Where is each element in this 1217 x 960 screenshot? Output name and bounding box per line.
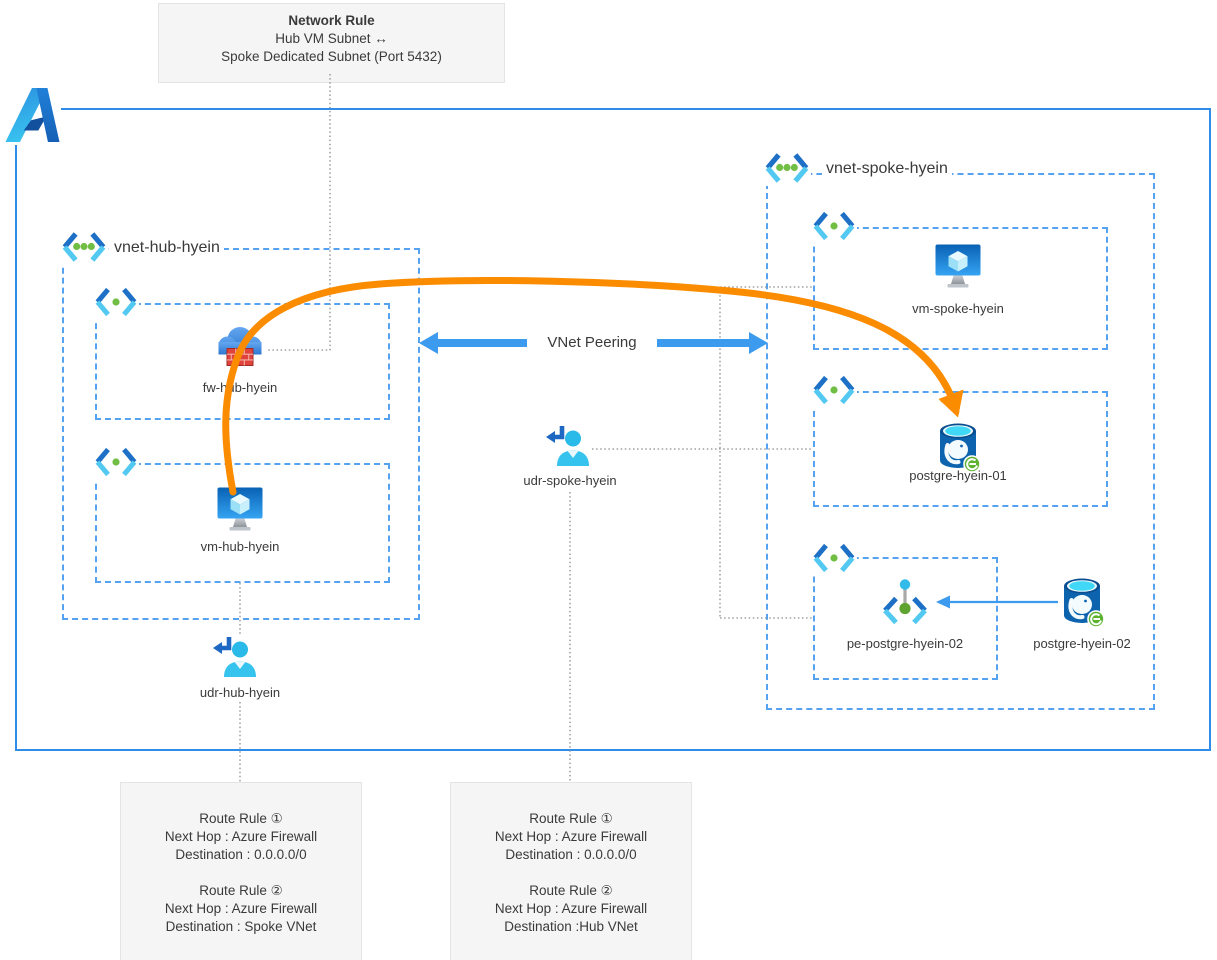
spoke-vnet-label: vnet-spoke-hyein	[822, 158, 952, 180]
spoke-postgres2-label: postgre-hyein-02	[1033, 636, 1131, 651]
route-rule-line: Next Hop : Azure Firewall	[494, 901, 648, 916]
route-rule-line: Next Hop : Azure Firewall	[494, 829, 648, 844]
route-rule-title: Route Rule ①	[199, 811, 283, 826]
vnet-icon	[60, 229, 108, 265]
hub-firewall-label: fw-hub-hyein	[202, 380, 278, 395]
spoke-udr-label: udr-spoke-hyein	[523, 473, 617, 488]
route-table-icon	[212, 636, 262, 682]
hub-vnet-label: vnet-hub-hyein	[110, 237, 224, 259]
azure-firewall-icon	[210, 320, 270, 374]
network-rule-line: Hub VM Subnet ↔	[275, 31, 388, 46]
network-rule-title: Network Rule	[288, 13, 375, 28]
spoke-pe-subnet-box	[813, 557, 998, 680]
private-endpoint-icon	[877, 577, 933, 629]
spoke-postgres1-label: postgre-hyein-01	[909, 468, 1007, 483]
subnet-icon	[811, 208, 857, 244]
route-table-icon	[545, 425, 595, 471]
spoke-vm-label: vm-spoke-hyein	[912, 301, 1004, 316]
route-rule-line: Destination : 0.0.0.0/0	[175, 847, 307, 862]
route-rule-line: Next Hop : Azure Firewall	[164, 901, 318, 916]
route-rules-hub-box: Route Rule ① Next Hop : Azure Firewall D…	[120, 782, 362, 960]
virtual-machine-icon	[934, 243, 982, 289]
subnet-icon	[93, 444, 139, 480]
route-rule-line: Destination : 0.0.0.0/0	[505, 847, 637, 862]
route-rules-spoke-box: Route Rule ① Next Hop : Azure Firewall D…	[450, 782, 692, 960]
azure-boundary-box	[15, 108, 1211, 751]
route-rule-line: Destination : Spoke VNet	[165, 919, 317, 934]
hub-vm-label: vm-hub-hyein	[200, 539, 280, 554]
virtual-machine-icon	[216, 486, 264, 532]
postgresql-server-icon	[933, 421, 983, 473]
route-rule-line: Next Hop : Azure Firewall	[164, 829, 318, 844]
route-rule-title: Route Rule ②	[199, 883, 283, 898]
network-rule-line: Spoke Dedicated Subnet (Port 5432)	[221, 49, 442, 64]
route-rule-line: Destination :Hub VNet	[504, 919, 638, 934]
azure-logo-icon	[3, 85, 61, 145]
spoke-pe-label: pe-postgre-hyein-02	[846, 636, 964, 651]
route-rule-title: Route Rule ①	[529, 811, 613, 826]
subnet-icon	[93, 284, 139, 320]
subnet-icon	[811, 372, 857, 408]
postgresql-server-icon	[1057, 576, 1107, 628]
route-rule-title: Route Rule ②	[529, 883, 613, 898]
hub-udr-label: udr-hub-hyein	[199, 685, 281, 700]
vnet-icon	[763, 150, 811, 186]
network-rule-note-box: Network Rule Hub VM Subnet ↔ Spoke Dedic…	[158, 3, 505, 83]
vnet-peering-label: VNet Peering	[547, 334, 637, 351]
subnet-icon	[811, 540, 857, 576]
